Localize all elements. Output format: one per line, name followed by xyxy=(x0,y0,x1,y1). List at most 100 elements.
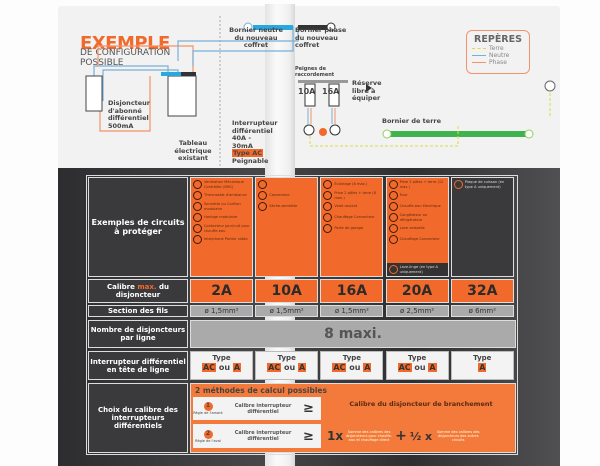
ou-text: ou xyxy=(349,363,361,372)
label-bornier-phase: Bornier phase du nouveau coffret xyxy=(295,26,347,49)
calibre-value: 32A xyxy=(450,279,514,303)
legend-title: REPÈRES xyxy=(474,34,522,45)
row-header-calibre: Calibre max. du disjoncteur xyxy=(88,279,188,303)
legend-item-neutre: Neutre xyxy=(472,52,524,59)
appliance-icon xyxy=(193,191,202,200)
appliance-icon xyxy=(388,224,398,233)
circuit-label: Sèche-serviette xyxy=(269,204,298,209)
circuit-example: Horloge modulaire xyxy=(193,213,250,222)
circuit-label: Horloge modulaire xyxy=(204,215,238,220)
examples-column: Plaque de cuisson (en type A uniquement) xyxy=(450,177,514,277)
circuit-label: Volet roulant xyxy=(334,204,358,209)
appliance-icon xyxy=(193,180,202,189)
examples-column: Éclairage (8 max.)Prise 2 pôles + terre … xyxy=(320,177,384,277)
row-header-interrupteur: Interrupteur différentiel en tête de lig… xyxy=(88,351,188,380)
calibre-text: du disjoncteur xyxy=(115,283,169,299)
type-ac-badge: AC xyxy=(201,363,217,372)
circuit-example: Volet roulant xyxy=(323,202,380,211)
appliance-icon xyxy=(388,202,398,211)
circuit-label: Thermostat d'ambiance xyxy=(204,193,247,198)
type-ac-badge: AC xyxy=(267,363,282,372)
circuit-label: Convecteur xyxy=(269,193,290,198)
circuit-label: Contacteur jour/nuit pour chauffe-eau xyxy=(204,224,250,233)
sum2-text: Somme des calibres des disjoncteurs des … xyxy=(436,430,480,442)
circuit-example xyxy=(258,180,315,189)
examples-column: Ventilation Mécanique Contrôlée (VMC) The… xyxy=(190,177,253,277)
appliance-icon xyxy=(388,235,398,244)
circuit-label: Congélateur ou réfrigérateur xyxy=(399,213,428,222)
circuit-example: Prise 2 pôles + terre (8 max.) xyxy=(323,191,380,200)
circuit-example: Chauffe-eau électrique xyxy=(388,202,446,211)
type-word: Type xyxy=(342,354,362,362)
selection-table xyxy=(86,175,518,455)
ou-text: ou xyxy=(284,363,296,372)
row-header-nombre: Nombre de disjoncteurs par ligne xyxy=(88,320,188,348)
label-disjoncteur: Disjoncteur d'abonné différentiel 500mA xyxy=(108,99,151,130)
legend-item-terre: Terre xyxy=(472,45,524,52)
label-bornier-terre: Bornier de terre xyxy=(382,117,442,125)
calibre-value: 2A xyxy=(190,279,253,303)
type-a-badge: A xyxy=(363,363,372,372)
circuit-label: Plaque de cuisson (en type A uniquement) xyxy=(464,180,505,189)
appliance-icon xyxy=(193,213,202,222)
label-bornier-neutre: Bornier neutre du nouveau coffret xyxy=(229,26,283,49)
appliance-icon xyxy=(193,202,202,211)
circuit-example: Chauffage Convecteur xyxy=(388,235,446,244)
circuit-example: Prise 2 pôles + terre (12 max.) xyxy=(388,180,446,189)
title: EXEMPLE xyxy=(80,33,170,54)
appliance-icon xyxy=(388,213,398,222)
calibre-max: max. xyxy=(137,283,157,291)
one-x: 1x xyxy=(327,429,344,443)
calibre-value: 16A xyxy=(320,279,384,303)
appliance-icon xyxy=(323,180,333,189)
nombre-value: 8 maxi. xyxy=(190,320,516,348)
wiring-diagram xyxy=(85,16,556,166)
legend-item-phase: Phase xyxy=(472,59,524,66)
circuit-label: Prise 2 pôles + terre (8 max.) xyxy=(334,191,376,200)
section-value: ø 6mm² xyxy=(450,305,514,317)
type-a-badge: A xyxy=(428,363,437,372)
calibre-value: 10A xyxy=(255,279,319,303)
rule2-calibre-inter: Calibre interrupteur différentiel xyxy=(234,430,292,442)
row-header-examples: Exemples de circuits à protéger xyxy=(88,177,188,277)
circuit-note-label: Lave-linge (en type A uniquement) xyxy=(399,265,439,274)
section-value: ø 1,5mm² xyxy=(320,305,384,317)
label-tableau: Tableau électrique existant xyxy=(174,139,212,162)
type-a-badge: A xyxy=(298,363,307,372)
rule1-result: Calibre du disjoncteur de branchement xyxy=(349,400,493,408)
circuit-label: Ventilation Mécanique Contrôlée (VMC) xyxy=(204,180,244,189)
type-ac-badge: AC xyxy=(397,363,412,372)
interrupteur-text: Interrupteur différentiel 40A - 30mA xyxy=(232,119,278,150)
methods-title: 2 méthodes de calcul possibles xyxy=(195,386,327,395)
circuit-label: Lave vaisselle xyxy=(399,226,425,231)
breaker-10a: 10A xyxy=(298,87,316,96)
circuit-label: Chauffage Convecteur xyxy=(399,237,440,242)
circuit-label: Prise 2 pôles + terre (12 max.) xyxy=(399,180,444,189)
circuit-example: Porte de garage xyxy=(323,224,380,233)
rule2-number: 2 xyxy=(203,429,213,439)
washing-machine-icon xyxy=(388,265,398,274)
circuit-example: Chauffage Convecteur xyxy=(323,213,380,222)
circuit-example: Lave vaisselle xyxy=(388,224,446,233)
calibre-value: 20A xyxy=(385,279,449,303)
circuit-example: Congélateur ou réfrigérateur xyxy=(388,213,446,222)
legend-label: Terre xyxy=(489,45,504,52)
appliance-icon xyxy=(258,202,268,211)
type-word: Type xyxy=(277,354,296,362)
ou-text: ou xyxy=(218,363,231,372)
subtitle-line: POSSIBLE xyxy=(80,58,124,68)
circuit-label: Chauffage Convecteur xyxy=(334,215,375,220)
rule2-formula: 1x Somme des calibres des disjoncteurs p… xyxy=(327,424,515,448)
circuit-example: Sèche-serviette xyxy=(258,202,315,211)
appliance-icon xyxy=(258,180,268,189)
type-ac-badge: AC xyxy=(332,363,347,372)
